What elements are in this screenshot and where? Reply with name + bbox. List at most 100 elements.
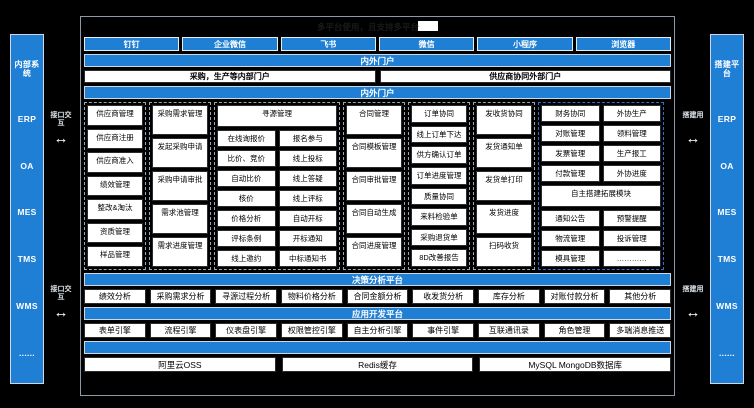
- infra-item-1[interactable]: Redis缓存: [281, 357, 474, 372]
- grid-cell-delivery-4[interactable]: 扫码收货: [476, 237, 532, 267]
- grid-cell-contract-2[interactable]: 合同审批管理: [346, 171, 402, 201]
- grid-cell-finance-outsourcing-0-0[interactable]: 财务协同: [541, 105, 600, 122]
- app-item-2[interactable]: 仪表盘引擎: [215, 323, 278, 338]
- portal-row: 采购，生产等内部门户 供应商协同外部门户: [84, 70, 671, 83]
- grid-cell-order-5[interactable]: 来料检验单: [411, 208, 467, 226]
- grid-cell-order-2[interactable]: 供方确认订单: [411, 146, 467, 164]
- grid-cell-purchase-demand-1[interactable]: 发起采购申请: [152, 138, 208, 168]
- decision-item-6[interactable]: 库存分析: [478, 289, 540, 304]
- app-item-6[interactable]: 互联通讯录: [478, 323, 540, 338]
- grid-cell-delivery-3[interactable]: 发货进度: [476, 204, 532, 234]
- grid-cell-sourcing-3-1[interactable]: 线上评标: [278, 190, 337, 207]
- grid-cell-contract-3[interactable]: 合同自动生成: [346, 204, 402, 234]
- left-io-arrow-top-icon: ↔: [53, 130, 69, 147]
- grid-cell-order-0[interactable]: 订单协同: [411, 105, 467, 123]
- decision-item-7[interactable]: 对账付款分析: [543, 289, 606, 304]
- grid-cell-delivery-1[interactable]: 发货通知单: [476, 138, 532, 168]
- grid-cell-finance-outsourcing-1-0[interactable]: 对账管理: [541, 125, 600, 142]
- grid-cell-after-finance-outsourcing-1-0[interactable]: 物流管理: [541, 230, 600, 247]
- app-item-7[interactable]: 角色管理: [543, 323, 606, 338]
- grid-cell-after-finance-outsourcing-1-1[interactable]: 投诉管理: [602, 230, 661, 247]
- grid-cell-finance-outsourcing-2-1[interactable]: 生产报工: [602, 145, 661, 162]
- grid-cell-order-3[interactable]: 订单进度管理: [411, 166, 467, 185]
- platform-button-miniprogram[interactable]: 小程序: [477, 37, 573, 51]
- grid-cell-delivery-0[interactable]: 发收货协同: [476, 105, 532, 135]
- grid-cell-purchase-demand-2[interactable]: 采购申请审批: [152, 171, 208, 201]
- infra-item-2[interactable]: MySQL MongoDB数据库: [479, 357, 672, 372]
- grid-cell-sourcing-3-0[interactable]: 核价: [217, 190, 276, 207]
- grid-pair-after-finance-outsourcing-0: 通知公告预警提醒: [541, 210, 661, 227]
- decision-item-5[interactable]: 收发货分析: [412, 289, 475, 304]
- grid-cell-order-1[interactable]: 线上订单下达: [411, 125, 467, 144]
- grid-cell-contract-0[interactable]: 合同管理: [346, 105, 402, 135]
- decision-platform-section: 决策分析平台 绩效分析采购需求分析寻源过程分析物料价格分析合同金额分析收发货分析…: [84, 273, 672, 304]
- app-item-4[interactable]: 自主分析引擎: [346, 323, 409, 338]
- grid-cell-sourcing-4-1[interactable]: 自动开标: [278, 210, 337, 227]
- grid-cell-finance-outsourcing-3-1[interactable]: 外协进度: [602, 165, 661, 182]
- grid-header-sourcing[interactable]: 寻源管理: [217, 105, 337, 127]
- grid-cell-sourcing-1-0[interactable]: 比价、竞价: [217, 150, 276, 167]
- platform-button-row: 钉钉 企业微信 飞书 微信 小程序 浏览器: [84, 37, 671, 51]
- grid-column-finance-outsourcing: 财务协同外协生产对账管理领料管理发票管理生产报工付款管理外协进度自主搭建拓展模块…: [538, 102, 664, 270]
- grid-pair-sourcing-6: 线上邀约中标通知书: [217, 250, 337, 267]
- grid-cell-supplier-2[interactable]: 供应商准入: [87, 152, 143, 173]
- grid-cell-sourcing-4-0[interactable]: 价格分析: [217, 210, 276, 227]
- grid-cell-delivery-2[interactable]: 发货单打印: [476, 171, 532, 201]
- decision-item-2[interactable]: 寻源过程分析: [215, 289, 278, 304]
- app-item-8[interactable]: 多端消息推送: [609, 323, 672, 338]
- app-item-0[interactable]: 表单引擎: [84, 323, 146, 338]
- grid-cell-contract-1[interactable]: 合同模板管理: [346, 138, 402, 168]
- grid-cell-supplier-3[interactable]: 绩效管理: [87, 175, 143, 197]
- app-item-3[interactable]: 权限管控引擎: [281, 323, 343, 338]
- grid-cell-purchase-demand-3[interactable]: 需求池管理: [152, 204, 208, 234]
- grid-cell-after-finance-outsourcing-0-0[interactable]: 通知公告: [541, 210, 600, 227]
- grid-cell-contract-4[interactable]: 合同进度管理: [346, 237, 402, 267]
- decision-item-4[interactable]: 合同金额分析: [346, 289, 409, 304]
- platform-button-dingtalk[interactable]: 钉钉: [84, 37, 180, 51]
- grid-cell-sourcing-2-1[interactable]: 线上答疑: [278, 170, 337, 187]
- app-item-5[interactable]: 事件引擎: [412, 323, 475, 338]
- grid-cell-purchase-demand-4[interactable]: 需求进度管理: [152, 237, 208, 267]
- decision-item-0[interactable]: 绩效分析: [84, 289, 146, 304]
- platform-button-wechat[interactable]: 微信: [378, 37, 475, 51]
- grid-cell-order-7[interactable]: 8D改善报告: [411, 249, 467, 267]
- platform-button-wecom[interactable]: 企业微信: [182, 37, 278, 51]
- grid-cell-supplier-6[interactable]: 样品管理: [87, 246, 143, 268]
- grid-cell-order-6[interactable]: 采购退货单: [411, 228, 467, 247]
- grid-cell-sourcing-2-0[interactable]: 自动比价: [217, 170, 276, 187]
- grid-cell-order-4[interactable]: 质量协同: [411, 187, 467, 206]
- grid-cell-purchase-demand-0[interactable]: 采购需求管理: [152, 105, 208, 135]
- grid-pair-sourcing-4: 价格分析自动开标: [217, 210, 337, 227]
- grid-cell-sourcing-0-1[interactable]: 报名参与: [278, 130, 337, 147]
- platform-button-browser[interactable]: 浏览器: [575, 37, 671, 51]
- grid-cell-sourcing-0-0[interactable]: 在线询报价: [217, 130, 276, 147]
- grid-cell-after-finance-outsourcing-0-1[interactable]: 预警提醒: [602, 210, 661, 227]
- grid-cell-sourcing-5-1[interactable]: 开标通知: [278, 230, 337, 247]
- grid-cell-sourcing-6-0[interactable]: 线上邀约: [217, 250, 276, 267]
- decision-item-3[interactable]: 物料价格分析: [281, 289, 343, 304]
- grid-cell-supplier-5[interactable]: 资质管理: [87, 222, 143, 244]
- grid-cell-sourcing-1-1[interactable]: 线上投标: [278, 150, 337, 167]
- grid-cell-after-finance-outsourcing-2-0[interactable]: 模具管理: [541, 250, 600, 267]
- infra-item-0[interactable]: 阿里云OSS: [84, 357, 276, 372]
- right-rail-item-4: TMS: [717, 254, 737, 265]
- grid-cell-finance-outsourcing-3-0[interactable]: 付款管理: [541, 165, 600, 182]
- grid-cell-finance-outsourcing-0-1[interactable]: 外协生产: [602, 105, 661, 122]
- grid-cell-supplier-4[interactable]: 整改&淘汰: [87, 199, 143, 220]
- grid-cell-after-finance-outsourcing-2-1[interactable]: …………: [602, 250, 661, 267]
- grid-cell-sourcing-6-1[interactable]: 中标通知书: [278, 250, 337, 267]
- grid-cell-supplier-1[interactable]: 供应商注册: [87, 128, 143, 150]
- portal-external[interactable]: 供应商协同外部门户: [379, 70, 671, 83]
- app-item-1[interactable]: 流程引擎: [149, 323, 212, 338]
- decision-item-8[interactable]: 其他分析: [609, 289, 672, 304]
- grid-fullcell-finance-outsourcing[interactable]: 自主搭建拓展模块: [541, 185, 661, 207]
- grid-cell-finance-outsourcing-1-1[interactable]: 领料管理: [602, 125, 661, 142]
- decision-item-1[interactable]: 采购需求分析: [149, 289, 212, 304]
- grid-cell-finance-outsourcing-2-0[interactable]: 发票管理: [541, 145, 600, 162]
- grid-pair-sourcing-3: 核价线上评标: [217, 190, 337, 207]
- grid-cell-supplier-0[interactable]: 供应商管理: [87, 105, 143, 126]
- portal-internal[interactable]: 采购，生产等内部门户: [84, 70, 376, 83]
- grid-cell-sourcing-5-0[interactable]: 评标条例: [217, 230, 276, 247]
- grid-pair-finance-outsourcing-2: 发票管理生产报工: [541, 145, 661, 162]
- platform-button-feishu[interactable]: 飞书: [280, 37, 376, 51]
